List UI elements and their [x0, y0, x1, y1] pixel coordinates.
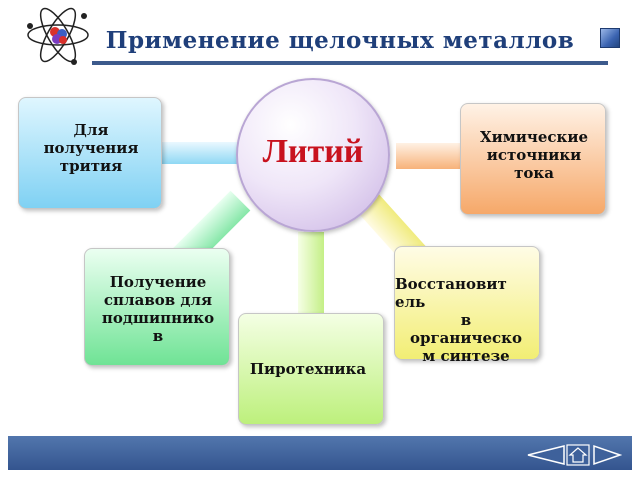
box-reducer: Восстановит ель в органическо м синтезе — [394, 246, 540, 365]
box-reducer-line-1: Восстановит — [395, 275, 507, 293]
box-alloys-line-3: подшипнико — [101, 309, 215, 327]
box-chem-line-1: Химические — [479, 128, 589, 146]
box-chemical-sources: Химические источники тока — [460, 103, 606, 215]
box-tritium-line-2: получения — [43, 139, 139, 157]
next-arrow-icon[interactable] — [592, 444, 622, 466]
corner-square-icon — [600, 28, 620, 48]
center-label: Литий — [262, 133, 364, 170]
box-alloys-line-4: в — [152, 327, 164, 345]
footer-bar — [8, 436, 632, 470]
box-tritium: Для получения трития — [18, 97, 162, 209]
box-reducer-line-3: в — [460, 311, 472, 329]
box-alloys-line-2: сплавов для — [103, 291, 213, 309]
box-chem-line-2: источники — [486, 146, 582, 164]
connector-pyrotechnics — [298, 232, 324, 316]
box-chem-line-3: тока — [514, 164, 554, 182]
box-tritium-line-3: трития — [59, 157, 123, 175]
page-title: Применение щелочных металлов — [105, 27, 575, 54]
home-icon[interactable] — [566, 444, 590, 466]
box-reducer-line-5: м синтезе — [422, 347, 510, 365]
center-circle — [236, 78, 390, 232]
atom-icon — [27, 7, 89, 65]
box-pyrotechnics: Пиротехника — [238, 313, 384, 425]
box-alloys-line-1: Получение — [109, 273, 207, 291]
box-alloys: Получение сплавов для подшипнико в — [84, 248, 230, 366]
connector-tritium — [158, 142, 244, 164]
box-reducer-line-4: органическо — [409, 329, 522, 347]
box-pyro-line-1: Пиротехника — [249, 360, 367, 378]
title-underline — [92, 61, 608, 65]
box-tritium-line-1: Для — [73, 121, 109, 139]
connector-chemical-sources — [396, 143, 466, 169]
box-reducer-line-2: ель — [395, 293, 426, 311]
prev-arrow-icon[interactable] — [526, 444, 566, 466]
